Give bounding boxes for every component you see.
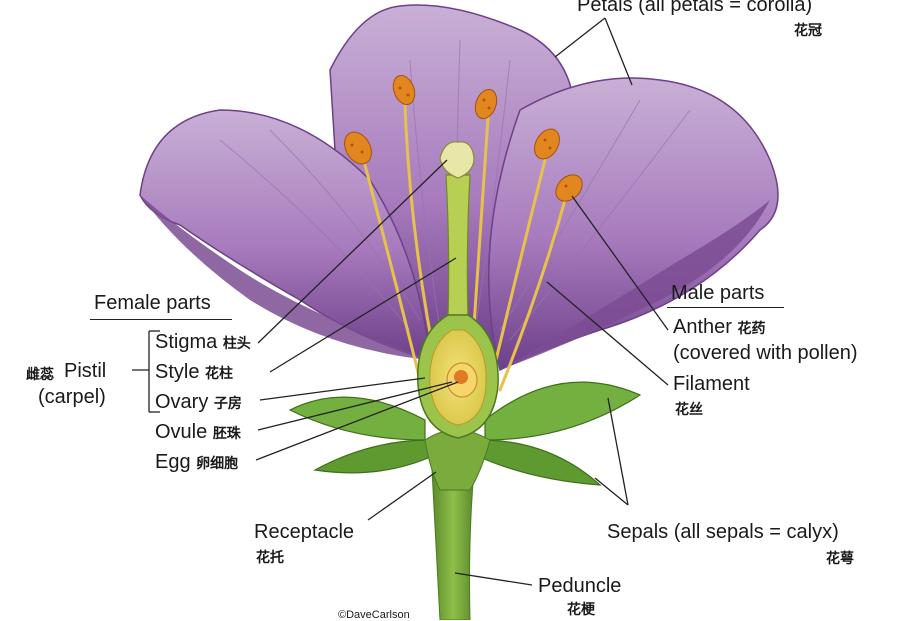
anther-2 (392, 74, 416, 106)
peduncle-label: Peduncle (538, 575, 622, 597)
peduncle-stem (431, 469, 475, 620)
style-label: Style 花柱 (155, 361, 234, 383)
sepal-left-upper (288, 396, 426, 441)
style (445, 174, 471, 321)
male-parts-header: Male parts (671, 282, 765, 304)
anther-1 (344, 131, 372, 165)
sepals-label: Sepals (all sepals = calyx) (607, 521, 839, 543)
anther-label-zh: 花药 (737, 321, 766, 337)
style-label-zh: 花柱 (205, 366, 234, 382)
petal-left (139, 109, 431, 362)
anthers (344, 74, 583, 202)
petals-label: Petals (all petals = corolla) (577, 0, 813, 16)
female-parts-underline (90, 319, 232, 321)
carpel-label: (carpel) (38, 386, 106, 408)
female-parts-header: Female parts (94, 292, 211, 314)
petals-label-zh: 花冠 (794, 23, 822, 39)
receptacle-label-zh: 花托 (256, 550, 284, 566)
pistil (417, 141, 499, 439)
anther-3 (474, 88, 498, 120)
anther-4 (534, 128, 560, 160)
sepal-left-lower (313, 439, 436, 474)
sepals-label-zh: 花萼 (826, 551, 854, 567)
filament-label: Filament (673, 373, 750, 395)
filament-label-zh: 花丝 (675, 402, 703, 418)
ovary-label: Ovary 子房 (155, 391, 242, 413)
pistil-label-zh: 雌蕊 (26, 367, 54, 383)
peduncle-label-zh: 花梗 (567, 602, 595, 618)
anther-label: Anther 花药 (673, 316, 766, 338)
ovary-label-zh: 子房 (213, 396, 242, 412)
copyright-credit: ©DaveCarlson (338, 609, 410, 621)
anther-sub-label: (covered with pollen) (673, 342, 858, 364)
stigma (439, 141, 475, 179)
receptacle-label: Receptacle (254, 521, 355, 543)
leader-lines (132, 17, 669, 586)
petal-right (488, 77, 779, 372)
ovule-label-zh: 胚珠 (212, 426, 241, 442)
pistil-label: Pistil (64, 360, 107, 382)
egg-label: Egg 卵细胞 (155, 451, 239, 473)
sepal-right-lower (474, 439, 602, 486)
anther-5 (555, 174, 583, 202)
ovule-label: Ovule 胚珠 (155, 421, 241, 443)
stigma-label-zh: 柱头 (222, 336, 251, 352)
egg (454, 370, 468, 384)
egg-label-zh: 卵细胞 (196, 456, 239, 472)
stigma-label: Stigma 柱头 (155, 331, 251, 353)
sepal-right-upper (484, 381, 642, 441)
male-parts-underline (667, 307, 784, 309)
